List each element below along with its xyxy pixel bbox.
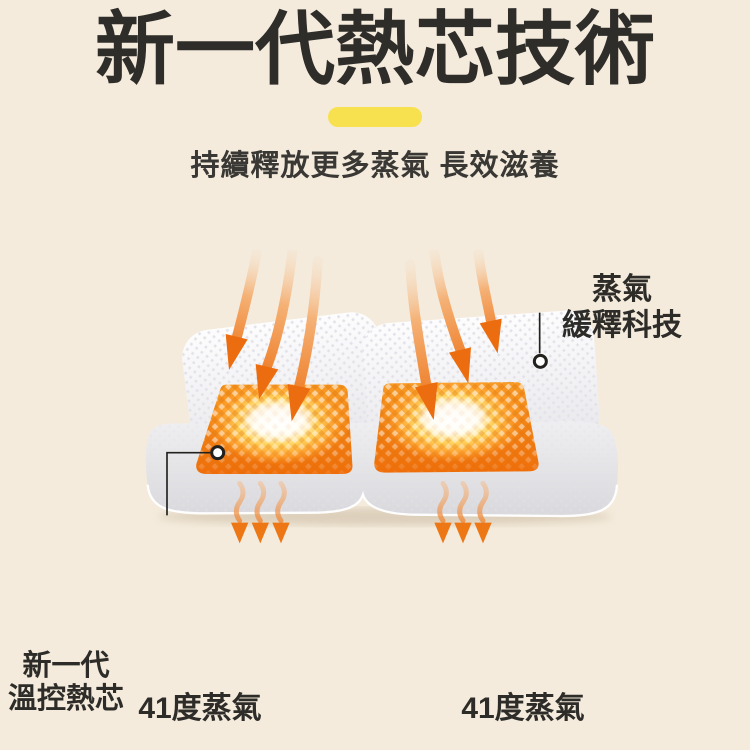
steam-arrows-right bbox=[434, 480, 492, 544]
page-subtitle: 持續釋放更多蒸氣 長效滋養 bbox=[190, 150, 560, 182]
down-arrow-icon bbox=[287, 256, 323, 422]
steam-tech-callout-line2: 緩釋科技 bbox=[562, 309, 682, 342]
steam-arrow-icon bbox=[251, 480, 269, 544]
heat-flow-arrows-right bbox=[405, 250, 502, 420]
pad-bottom-highlight bbox=[146, 484, 619, 518]
heat-core-callout-line2: 溫控熱芯 bbox=[7, 683, 124, 715]
steam-arrow-icon bbox=[231, 480, 249, 544]
heat-core-callout-line1: 新一代 bbox=[22, 650, 110, 682]
steam-arrow-icon bbox=[454, 480, 472, 544]
steam-arrow-icon bbox=[272, 480, 290, 544]
down-arrow-icon bbox=[473, 250, 502, 354]
steam-tech-marker bbox=[532, 353, 548, 369]
heat-core-marker bbox=[210, 445, 226, 461]
title-underline-bar bbox=[328, 107, 422, 127]
heat-core-left bbox=[196, 384, 353, 474]
down-arrow-icon bbox=[429, 250, 471, 384]
steam-arrows-left bbox=[231, 480, 290, 544]
down-arrow-icon bbox=[405, 259, 438, 420]
page-title: 新一代熱芯技術 bbox=[95, 5, 655, 94]
heat-flow-arrows-left bbox=[225, 250, 323, 422]
heat-core-callout: 新一代 溫控熱芯 bbox=[2, 650, 130, 716]
heat-core-right bbox=[374, 382, 539, 473]
down-arrow-icon bbox=[255, 250, 298, 400]
steam-tech-leader bbox=[532, 312, 548, 369]
heat-core-leader bbox=[166, 445, 226, 516]
steam-arrow-icon bbox=[434, 480, 452, 544]
steam-temp-label-left: 41度蒸氣 bbox=[138, 692, 262, 725]
steam-tech-callout-line1: 蒸氣 bbox=[592, 273, 652, 306]
down-arrow-icon bbox=[225, 250, 262, 370]
steam-temp-label-right: 41度蒸氣 bbox=[461, 692, 585, 725]
heat-pads-graphic bbox=[145, 250, 619, 544]
steam-tech-callout: 蒸氣 緩釋科技 bbox=[532, 272, 712, 344]
steam-arrow-icon bbox=[474, 480, 492, 544]
